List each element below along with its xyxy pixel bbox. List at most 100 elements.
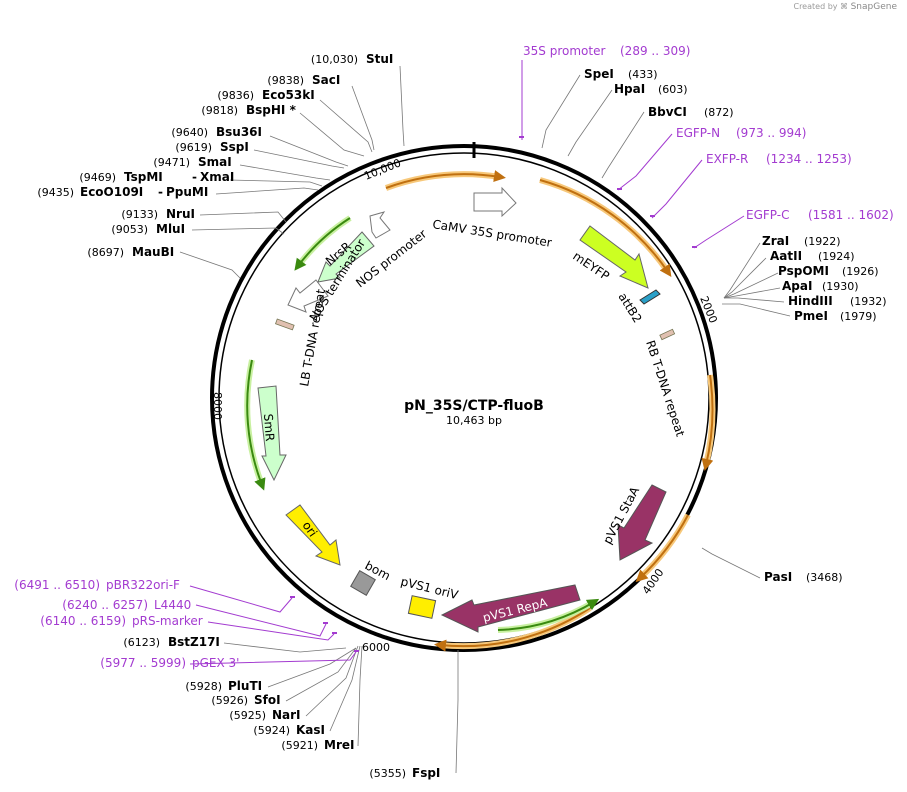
feature-attb2 [639,289,661,305]
enzyme-pos-fspi: (5355) [369,767,406,780]
primer-name-egfp-c[interactable]: EGFP-C [746,208,789,222]
enzyme-name-eco53ki[interactable]: Eco53kI [262,88,315,102]
enzyme-name-bstz17i[interactable]: BstZ17I [168,635,220,649]
enzyme-pos-aatii: (1924) [818,250,855,263]
tick-label-8000: 8000 [211,392,224,420]
primer-name-prs-marker[interactable]: pRS-marker [132,614,203,628]
primer-range-l4440: (6240 .. 6257) [62,598,148,612]
enzyme-pos-zrai: (1922) [804,235,841,248]
plasmid-size: 10,463 bp [446,414,502,427]
enzyme-sep-tspmi: - [192,170,197,184]
orf-arc [701,374,714,471]
enzyme-name-saci[interactable]: SacI [312,73,340,87]
enzyme-name-stui[interactable]: StuI [366,52,393,66]
enzyme-name-nari[interactable]: NarI [272,708,301,722]
feature-nos-promoter [369,211,391,239]
enzyme-name-spei[interactable]: SpeI [584,67,614,81]
feature-label-rb-tdna-repeat: RB T-DNA repeat [643,339,687,439]
feature-pvs1-staa [617,484,667,561]
feature-lb-tdna-repeat [275,318,295,331]
enzyme-name-smai[interactable]: SmaI [198,155,232,169]
credit-brand: SnapGene [850,2,897,12]
enzyme-name-mrei[interactable]: MreI [324,738,354,752]
feature-pvs1-repa [440,584,581,633]
enzyme-name-sspi[interactable]: SspI [220,140,249,154]
primer-name-35s[interactable]: 35S promoter [523,44,605,58]
enzyme-pos-pspomi: (1926) [842,265,879,278]
primer-name-egfp-n[interactable]: EGFP-N [676,126,720,140]
enzyme-pos-eco53ki: (9836) [217,89,254,102]
plasmid-name: pN_35S/CTP-fluoB [404,398,544,414]
enzyme-pos-bbvci: (872) [704,106,734,119]
enzyme-name-sfoi[interactable]: SfoI [254,693,281,707]
primer-name-exfp-r[interactable]: EXFP-R [706,152,748,166]
orf-arc [385,170,506,189]
enzyme-pos-tspmi: (9469) [79,171,116,184]
primer-range-egfp-n: (973 .. 994) [736,126,806,140]
enzyme-name-pmei[interactable]: PmeI [794,309,828,323]
enzyme-name-zrai[interactable]: ZraI [762,234,789,248]
enzyme-name-hpai[interactable]: HpaI [614,82,645,96]
enzyme-pos-bsu36i: (9640) [171,126,208,139]
enzyme-name-nrui[interactable]: NruI [166,207,195,221]
enzyme-leaders [179,65,791,774]
feature-meyfp [579,225,649,289]
feature-label-attb2: attB2 [615,290,644,325]
orf-arc-green [497,598,600,631]
enzyme-pos-sfoi: (5926) [211,694,248,707]
feature-smr [257,385,287,482]
primer-name-pgex3[interactable]: pGEX 3' [192,656,239,670]
primer-range-exfp-r: (1234 .. 1253) [766,152,852,166]
enzyme-pos-sspi: (9619) [175,141,212,154]
enzyme-pos-hindiii: (1932) [850,295,887,308]
enzyme-name-pluti[interactable]: PluTI [228,679,262,693]
enzyme-pos-mrei: (5921) [281,739,318,752]
feature-rb-tdna-repeat [659,328,676,341]
feature-nrsr [317,231,375,283]
primer-name-pbr322ori-f[interactable]: pBR322ori-F [106,578,180,592]
enzyme-pos-nari: (5925) [229,709,266,722]
enzyme-group-bottom: (5355) FspI (5921) MreI (5924) KasI (592… [123,635,440,780]
enzyme-pos-maubi: (8697) [87,246,124,259]
enzyme-pos-spei: (433) [628,68,658,81]
enzyme-pos-bstz17i: (6123) [123,636,160,649]
enzyme-name-kasi[interactable]: KasI [296,723,325,737]
feature-nos-terminator [287,279,329,313]
enzyme-pos-ecoo109i: (9435) [37,186,74,199]
orf-arc-green [246,359,266,491]
enzyme-name-mlui[interactable]: MluI [156,222,185,236]
enzyme-pos-pmei: (1979) [840,310,877,323]
enzyme-group-upper-right: SpeI (433) HpaI (603) BbvCI (872) ZraI (… [584,67,887,584]
enzyme-name-bsu36i[interactable]: Bsu36I [216,125,262,139]
enzyme-pos-hpai: (603) [658,83,688,96]
enzyme-name-ppumi[interactable]: PpuMI [166,185,208,199]
feature-label-pvs1-oriv: pVS1 oriV [399,574,460,602]
enzyme-name-pasi[interactable]: PasI [764,570,792,584]
enzyme-pos-pasi: (3468) [806,571,843,584]
enzyme-name-hindiii[interactable]: HindIII [788,294,833,308]
enzyme-pos-mlui: (9053) [111,223,148,236]
primer-name-l4440[interactable]: L4440 [154,598,191,612]
enzyme-name-xmai[interactable]: XmaI [200,170,234,184]
enzyme-name-bbvci[interactable]: BbvCI [648,105,687,119]
primer-range-prs-marker: (6140 .. 6159) [40,614,126,628]
enzyme-name-fspi[interactable]: FspI [412,766,440,780]
credit-prefix: Created by [793,2,838,11]
orf-arc [434,607,591,652]
feature-camv-35s-promoter [473,186,517,218]
enzyme-name-pspomi[interactable]: PspOMI [778,264,829,278]
primer-range-pbr322ori-f: (6491 .. 6510) [14,578,100,592]
enzyme-pos-pluti: (5928) [185,680,222,693]
enzyme-name-bsphi[interactable]: BspHI * [246,103,297,117]
orf-arc [635,514,689,583]
enzyme-name-aatii[interactable]: AatII [770,249,802,263]
primer-leaders [189,60,745,665]
enzyme-name-ecoo109i[interactable]: EcoO109I [80,185,143,199]
primer-range-egfp-c: (1581 .. 1602) [808,208,894,222]
primer-labels: 35S promoter (289 .. 309) EGFP-N (973 ..… [14,44,893,670]
enzyme-group-upper-left: (10,030) StuI (9838) SacI (9836) Eco53kI… [37,52,393,259]
enzyme-name-maubi[interactable]: MauBI [132,245,174,259]
enzyme-name-apai[interactable]: ApaI [782,279,812,293]
enzyme-name-tspmi[interactable]: TspMI [124,170,163,184]
snapgene-credit: Created by ⌘ SnapGene [793,2,897,12]
